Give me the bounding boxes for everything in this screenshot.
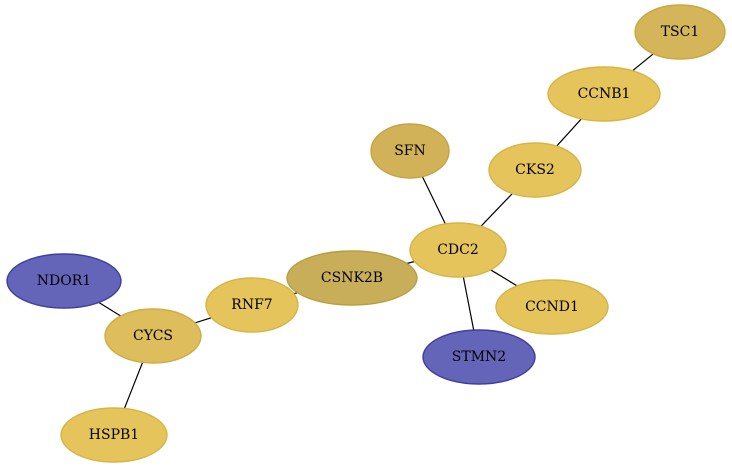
node-label: TSC1 <box>661 24 700 40</box>
node-label: CCND1 <box>525 299 579 315</box>
node-rnf7: RNF7 <box>205 277 299 333</box>
edge-ccnb1-cks2 <box>556 118 582 147</box>
edge-sfn-cdc2 <box>421 176 446 225</box>
edge-cdc2-csnk2b <box>406 260 415 265</box>
node-ellipse <box>409 222 507 278</box>
node-ellipse <box>634 4 726 60</box>
edge-cycs-hspb1 <box>123 362 144 409</box>
node-label: SFN <box>394 143 426 159</box>
node-label: CCNB1 <box>578 86 631 102</box>
node-stmn2: STMN2 <box>422 329 536 385</box>
edge-tsc1-ccnb1 <box>632 53 654 72</box>
node-label: CYCS <box>133 328 173 344</box>
edge-layer <box>98 53 654 409</box>
node-label: CSNK2B <box>321 270 383 286</box>
node-ellipse <box>495 279 609 335</box>
node-hspb1: HSPB1 <box>60 407 168 463</box>
node-label: CDC2 <box>437 242 479 258</box>
node-label: HSPB1 <box>89 427 139 443</box>
node-tsc1: TSC1 <box>634 4 726 60</box>
edge-cks2-cdc2 <box>480 193 513 227</box>
node-ellipse <box>422 329 536 385</box>
node-ellipse <box>286 250 418 306</box>
node-ellipse <box>104 308 202 364</box>
node-ccnd1: CCND1 <box>495 279 609 335</box>
node-sfn: SFN <box>370 123 450 179</box>
node-ellipse <box>60 407 168 463</box>
node-label: CKS2 <box>515 162 555 178</box>
node-label: STMN2 <box>452 349 506 365</box>
node-cdc2: CDC2 <box>409 222 507 278</box>
node-ellipse <box>488 142 582 198</box>
edge-cdc2-stmn2 <box>462 276 475 331</box>
edge-ndor1-cycs <box>98 301 122 317</box>
edge-cdc2-ccnd1 <box>490 269 518 287</box>
node-ellipse <box>370 123 450 179</box>
node-csnk2b: CSNK2B <box>286 250 418 306</box>
node-ellipse <box>6 253 122 309</box>
node-ccnb1: CCNB1 <box>547 66 661 122</box>
node-ndor1: NDOR1 <box>6 253 122 309</box>
node-ellipse <box>547 66 661 122</box>
node-label: NDOR1 <box>37 273 91 289</box>
node-cycs: CYCS <box>104 308 202 364</box>
node-label: RNF7 <box>231 297 272 313</box>
node-ellipse <box>205 277 299 333</box>
edge-rnf7-cycs <box>194 317 212 324</box>
node-cks2: CKS2 <box>488 142 582 198</box>
